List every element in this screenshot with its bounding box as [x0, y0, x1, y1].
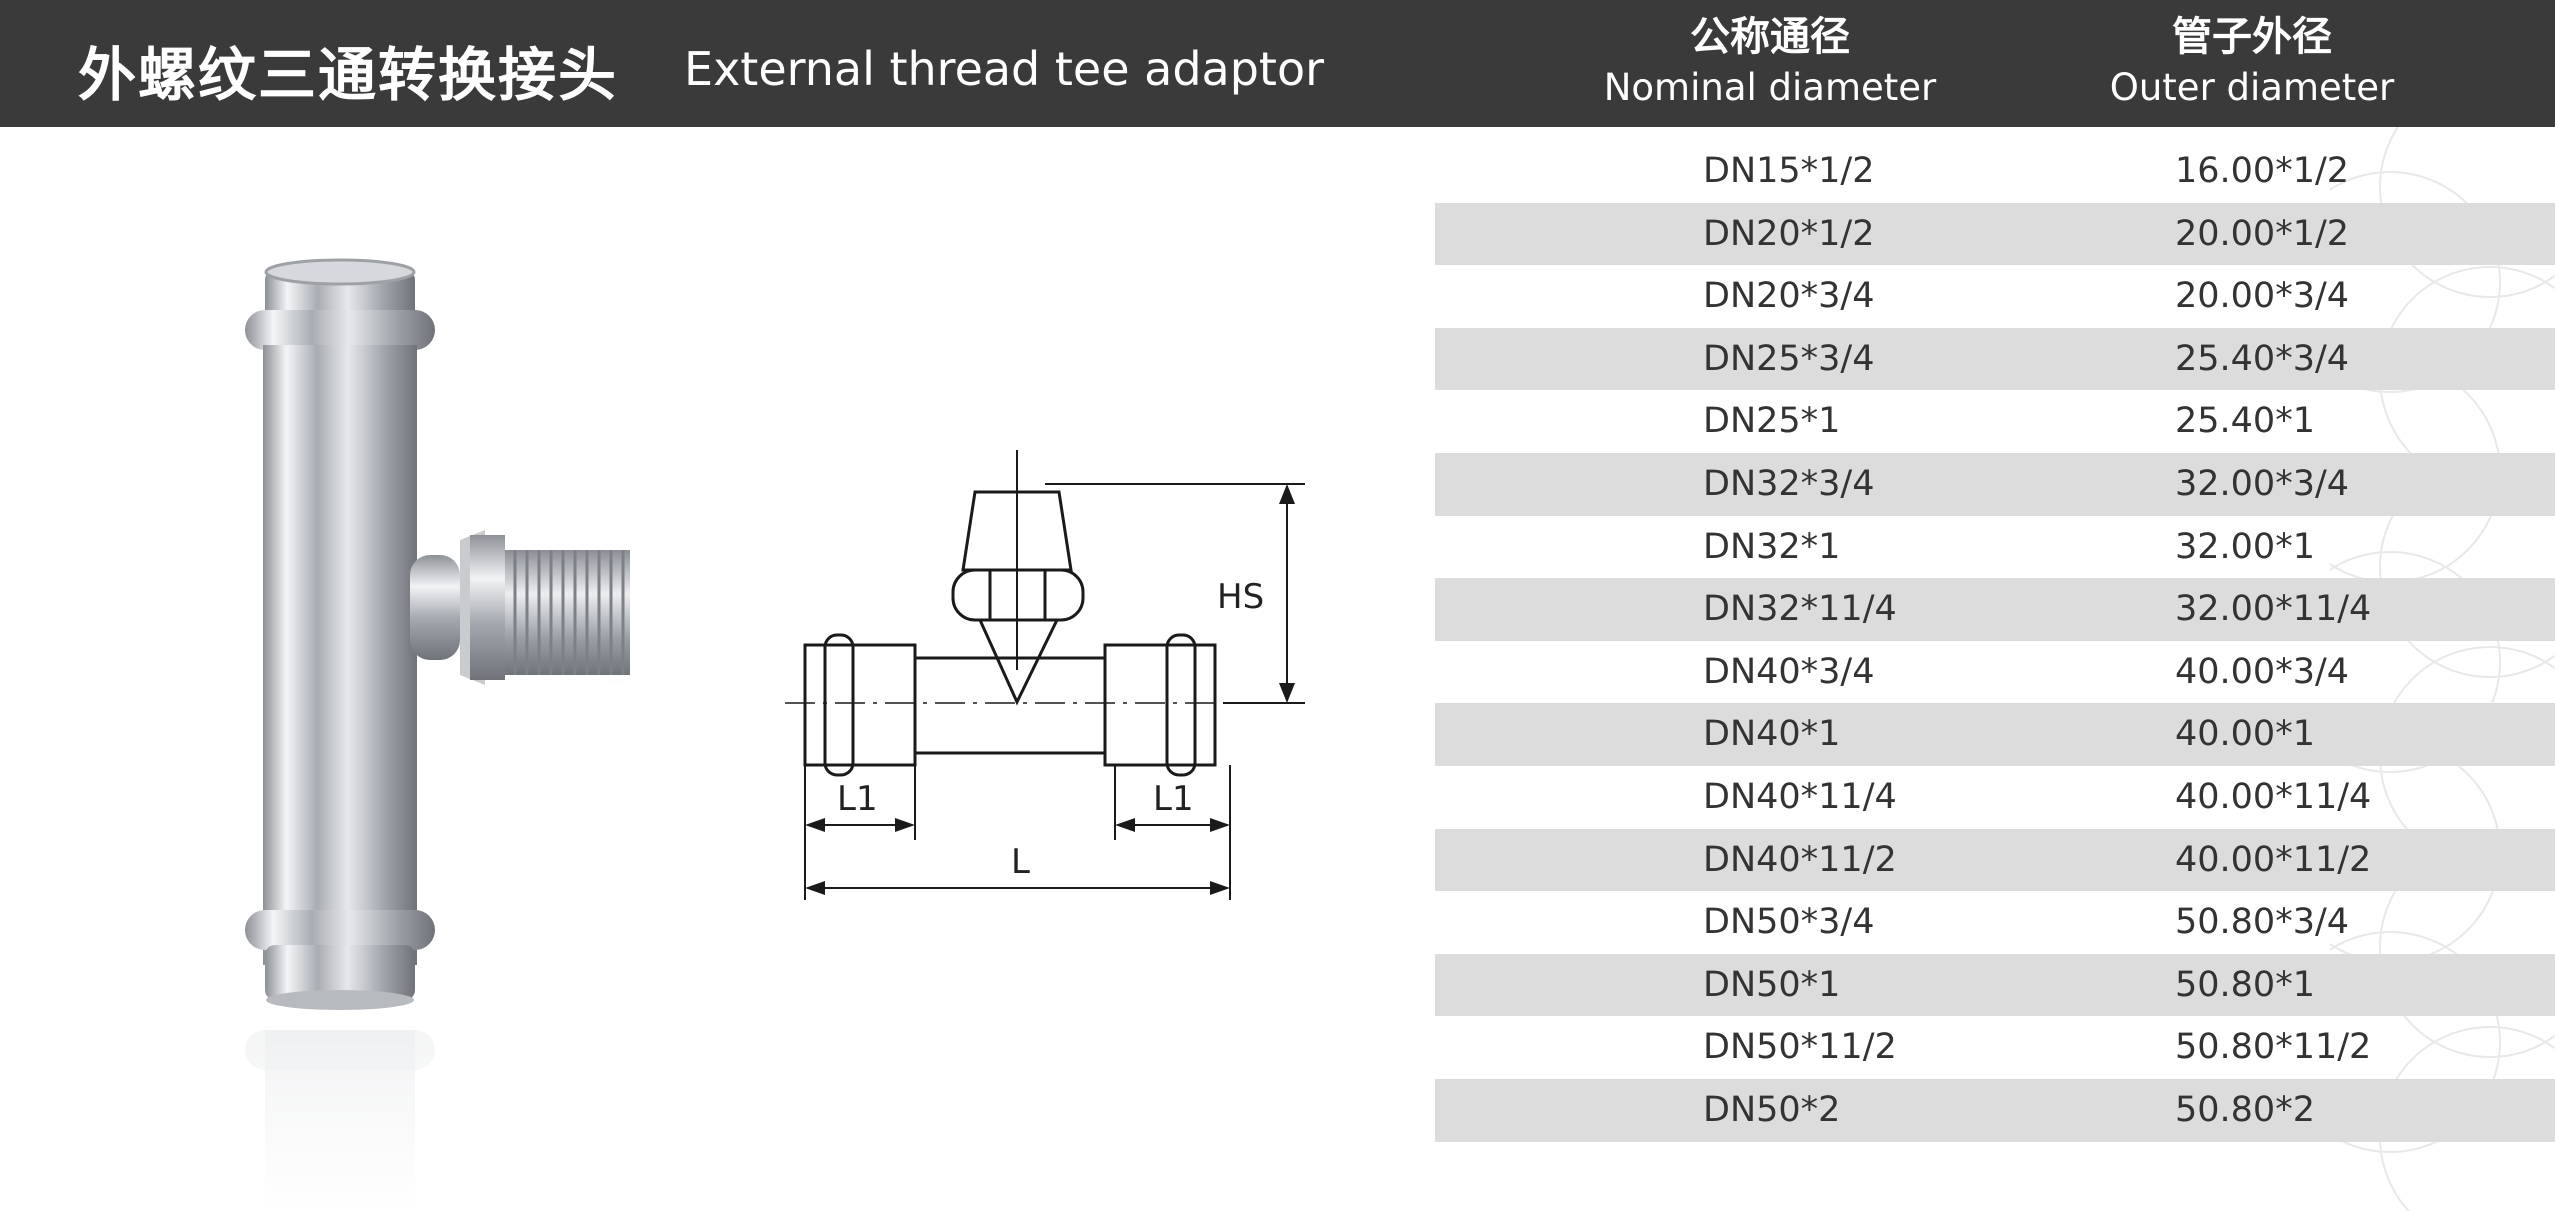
nominal-diameter-cell: DN32*1 — [1703, 526, 1841, 567]
outer-diameter-cell: 50.80*3/4 — [2175, 902, 2350, 943]
outer-diameter-cell: 25.40*3/4 — [2175, 338, 2350, 379]
table-row: DN50*11/2 50.80*11/2 — [1435, 1016, 2555, 1079]
table-row: DN40*11/4 40.00*11/4 — [1435, 766, 2555, 829]
nominal-diameter-cell: DN40*1 — [1703, 714, 1841, 755]
table-row: DN40*11/2 40.00*11/2 — [1435, 828, 2555, 892]
table-row: DN32*11/4 32.00*11/4 — [1435, 578, 2555, 641]
column-header-nominal: 公称通径 Nominal diameter — [1530, 12, 2010, 114]
outer-diameter-cell: 40.00*1 — [2175, 714, 2315, 755]
table-row: DN25*1 25.40*1 — [1435, 390, 2555, 453]
nominal-diameter-cell: DN40*3/4 — [1703, 651, 1875, 692]
dimension-label-l: L — [1011, 842, 1030, 882]
table-row: DN40*1 40.00*1 — [1435, 703, 2555, 766]
outer-diameter-cell: 40.00*3/4 — [2175, 651, 2350, 692]
nominal-diameter-cell: DN50*3/4 — [1703, 902, 1875, 943]
outer-diameter-cell: 32.00*1 — [2175, 526, 2315, 567]
product-title-english: External thread tee adaptor — [684, 42, 1325, 96]
column-header-outer: 管子外径 Outer diameter — [2012, 12, 2492, 114]
header-bar: 外螺纹三通转换接头 External thread tee adaptor 公称… — [0, 0, 2555, 127]
table-row: DN32*3/4 32.00*3/4 — [1435, 452, 2555, 516]
dimension-label-hs: HS — [1217, 577, 1264, 617]
thread-end-illustration — [505, 550, 630, 675]
column-header-nominal-cn: 公称通径 — [1690, 14, 1850, 60]
column-header-nominal-en: Nominal diameter — [1603, 66, 1937, 109]
nominal-diameter-cell: DN40*11/4 — [1703, 776, 1897, 817]
product-title-chinese: 外螺纹三通转换接头 — [78, 41, 619, 109]
outer-diameter-cell: 20.00*1/2 — [2175, 213, 2350, 254]
nominal-diameter-cell: DN20*1/2 — [1703, 213, 1875, 254]
outer-diameter-cell: 50.80*1 — [2175, 964, 2315, 1005]
technical-drawing: HS L1 L1 L — [785, 450, 1305, 900]
table-row: DN25*3/4 25.40*3/4 — [1435, 327, 2555, 391]
column-header-outer-cn: 管子外径 — [2172, 14, 2332, 60]
nominal-diameter-cell: DN20*3/4 — [1703, 276, 1875, 317]
table-row: DN50*2 50.80*2 — [1435, 1078, 2555, 1142]
table-row: DN40*3/4 40.00*3/4 — [1435, 641, 2555, 704]
table-row: DN20*3/4 20.00*3/4 — [1435, 265, 2555, 328]
outer-diameter-cell: 50.80*2 — [2175, 1089, 2315, 1130]
nominal-diameter-cell: DN25*3/4 — [1703, 338, 1875, 379]
dimension-label-l1-left: L1 — [837, 779, 878, 819]
nominal-diameter-cell: DN32*3/4 — [1703, 463, 1875, 504]
column-header-outer-en: Outer diameter — [2109, 66, 2395, 109]
outer-diameter-cell: 40.00*11/2 — [2175, 839, 2372, 880]
nominal-diameter-cell: DN50*1 — [1703, 964, 1841, 1005]
outer-diameter-cell: 40.00*11/4 — [2175, 776, 2372, 817]
outer-diameter-cell: 16.00*1/2 — [2175, 151, 2350, 191]
nominal-diameter-cell: DN40*11/2 — [1703, 839, 1897, 880]
table-row: DN15*1/2 16.00*1/2 — [1435, 140, 2555, 203]
tee-adaptor-photo — [215, 258, 505, 1211]
table-row: DN50*1 50.80*1 — [1435, 953, 2555, 1017]
table-row: DN20*1/2 20.00*1/2 — [1435, 202, 2555, 266]
nominal-diameter-cell: DN50*11/2 — [1703, 1027, 1897, 1068]
outer-diameter-cell: 25.40*1 — [2175, 401, 2315, 442]
nominal-diameter-cell: DN15*1/2 — [1703, 151, 1875, 191]
outer-diameter-cell: 32.00*3/4 — [2175, 463, 2350, 504]
outer-diameter-cell: 32.00*11/4 — [2175, 589, 2372, 630]
nominal-diameter-cell: DN50*2 — [1703, 1089, 1841, 1130]
table-row: DN50*3/4 50.80*3/4 — [1435, 891, 2555, 954]
nominal-diameter-cell: DN32*11/4 — [1703, 589, 1897, 630]
outer-diameter-cell: 50.80*11/2 — [2175, 1027, 2372, 1068]
outer-diameter-cell: 20.00*3/4 — [2175, 276, 2350, 317]
nominal-diameter-cell: DN25*1 — [1703, 401, 1841, 442]
dimension-label-l1-right: L1 — [1153, 779, 1194, 819]
table-row: DN32*1 32.00*1 — [1435, 516, 2555, 579]
